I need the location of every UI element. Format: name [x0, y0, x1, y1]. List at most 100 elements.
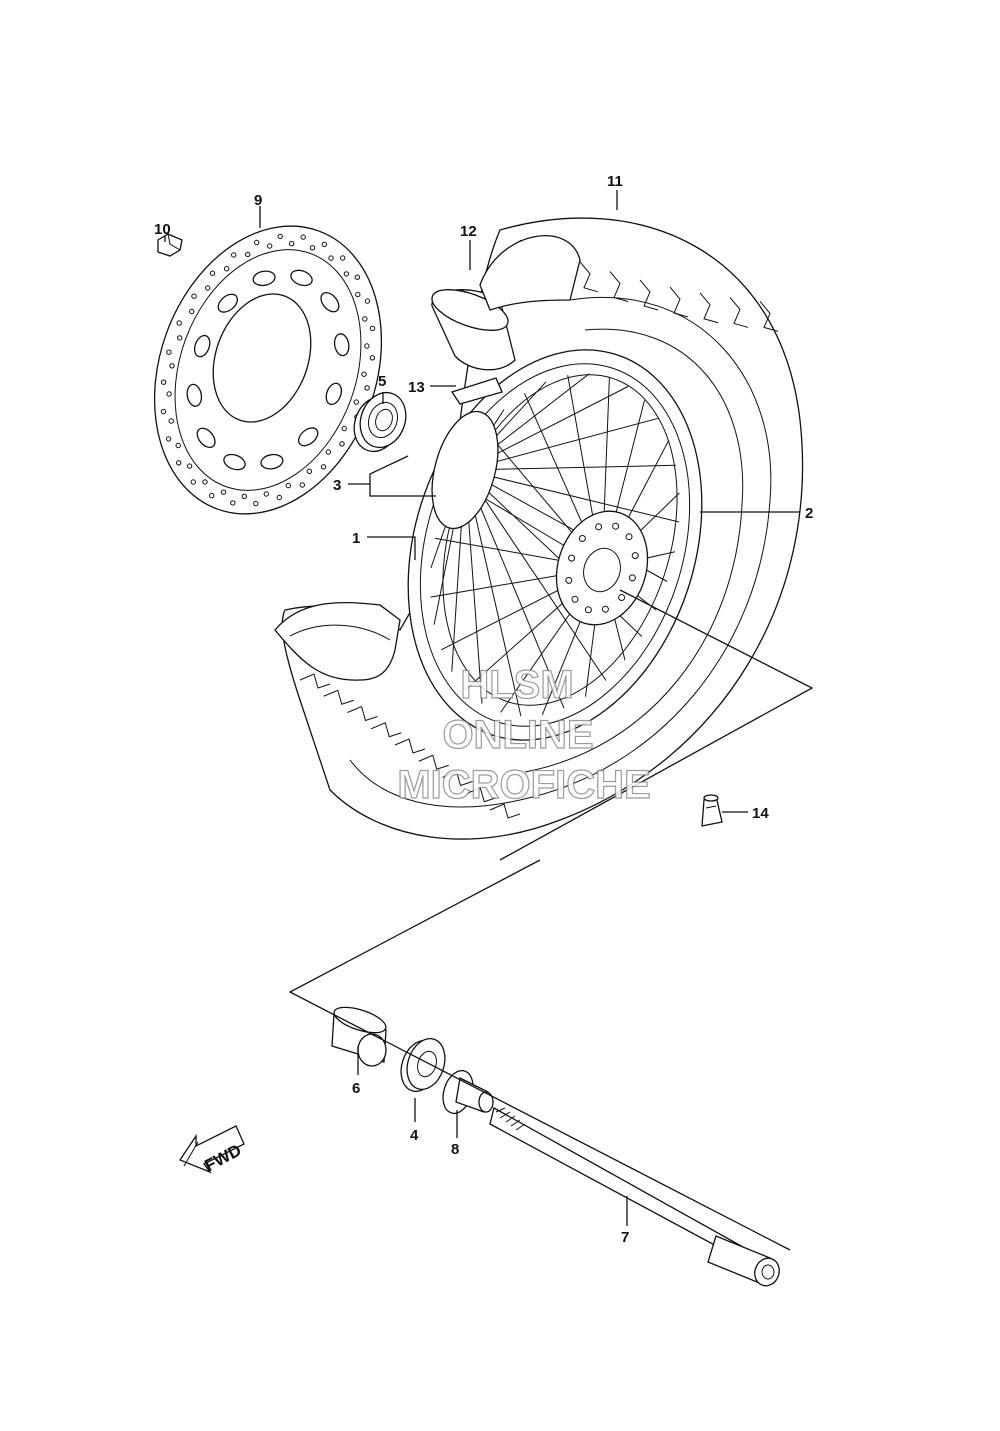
tread-block [466, 787, 497, 803]
tread-block [347, 705, 378, 722]
vent-hole [369, 325, 376, 332]
vent-hole [205, 285, 211, 291]
hub-hole [571, 595, 579, 603]
spoke [464, 464, 676, 471]
carrier-slot [325, 382, 343, 406]
callout-4[interactable]: 4 [410, 1127, 419, 1144]
vent-hole [341, 425, 347, 432]
hub-hole [631, 552, 639, 560]
vent-hole [276, 494, 282, 501]
callout-10[interactable]: 10 [154, 221, 171, 238]
tread-block [394, 738, 426, 754]
vent-hole [165, 436, 172, 442]
inner-tube-part [431, 235, 581, 371]
spoke [464, 469, 680, 523]
vent-hole [300, 234, 306, 240]
vent-hole [176, 320, 182, 326]
vent-hole [191, 293, 197, 299]
hub-hole [568, 554, 576, 562]
vent-hole [169, 363, 175, 369]
tread-block [759, 301, 779, 332]
axle-part-7 [489, 1107, 780, 1287]
tread-block [371, 722, 402, 738]
tyre-tread [299, 239, 779, 819]
callout-9[interactable]: 9 [254, 192, 262, 209]
vent-hole [354, 274, 360, 280]
vent-hole [361, 371, 367, 377]
carrier-slot [297, 427, 319, 447]
callout-1[interactable]: 1 [352, 530, 360, 547]
callout-12[interactable]: 12 [460, 223, 477, 240]
vent-hole [309, 245, 316, 251]
brake-disc-part [153, 225, 383, 515]
vent-hole [353, 399, 359, 405]
hub-hole [578, 535, 586, 542]
tread-block [418, 754, 449, 770]
vent-hole [224, 266, 230, 272]
callout-7[interactable]: 7 [621, 1229, 629, 1246]
disc-bolt-part [157, 233, 183, 257]
callout-14[interactable]: 14 [752, 805, 769, 822]
callout-8[interactable]: 8 [451, 1141, 459, 1158]
carrier-slot [223, 453, 246, 471]
collar-part-8 [442, 1069, 494, 1115]
callout-11[interactable]: 11 [607, 173, 623, 190]
leader-lines [164, 190, 800, 1226]
callout-2[interactable]: 2 [805, 505, 813, 522]
vent-hole [355, 291, 361, 298]
tread-block [323, 689, 354, 705]
vent-hole [299, 482, 305, 488]
valve-cap-part [701, 794, 723, 827]
tread-block [639, 279, 659, 311]
vent-hole [267, 243, 273, 249]
tread-block [699, 292, 719, 324]
tread-block [299, 673, 331, 689]
hub-hole [565, 576, 573, 584]
carrier-slot [333, 333, 350, 357]
tread-block [489, 803, 521, 819]
vent-hole [320, 464, 327, 470]
forward-arrow-icon: FWD [179, 1125, 245, 1175]
vent-hole [160, 408, 167, 415]
vent-hole [362, 316, 368, 322]
disc-carrier-slots [186, 269, 350, 471]
vent-hole [364, 385, 370, 391]
vent-hole [364, 343, 370, 349]
callout-5[interactable]: 5 [378, 373, 386, 390]
vent-hole [328, 255, 334, 261]
spacer-part-6 [331, 1006, 387, 1067]
hub-hole [618, 594, 626, 601]
carrier-slot [320, 291, 340, 313]
vent-hole [285, 482, 291, 489]
watermark-line-1: HLSM [460, 663, 573, 707]
exploded-axle-group [331, 1006, 780, 1287]
hub-hole [625, 533, 633, 541]
callout-6[interactable]: 6 [352, 1080, 360, 1097]
vent-hole [166, 391, 172, 397]
vent-hole [176, 460, 182, 466]
watermark: HLSM ONLINE MICROFICHE [397, 662, 652, 807]
vent-hole [306, 468, 312, 474]
spoke [464, 469, 607, 681]
callout-labels: 1 2 3 4 5 6 7 8 9 10 11 12 13 14 [154, 173, 813, 1246]
hub-hole [584, 606, 592, 614]
vent-hole [209, 270, 216, 276]
callout-13[interactable]: 13 [408, 379, 425, 396]
vent-hole [168, 418, 174, 424]
tread-block [579, 261, 599, 293]
hub-hole [612, 522, 620, 530]
wheel-assembly [274, 217, 804, 840]
carrier-slot [260, 453, 284, 470]
vent-hole [245, 251, 251, 258]
vent-hole [241, 493, 248, 499]
watermark-line-2: ONLINE [442, 713, 593, 757]
callout-3[interactable]: 3 [333, 477, 341, 494]
vent-hole [189, 308, 195, 315]
vent-hole [321, 241, 327, 248]
vent-hole [343, 271, 350, 277]
watermark-line-3: MICROFICHE [397, 763, 650, 807]
vent-hole [202, 479, 208, 485]
disc-vent-holes [160, 233, 376, 507]
hub-flange-holes [565, 522, 639, 614]
